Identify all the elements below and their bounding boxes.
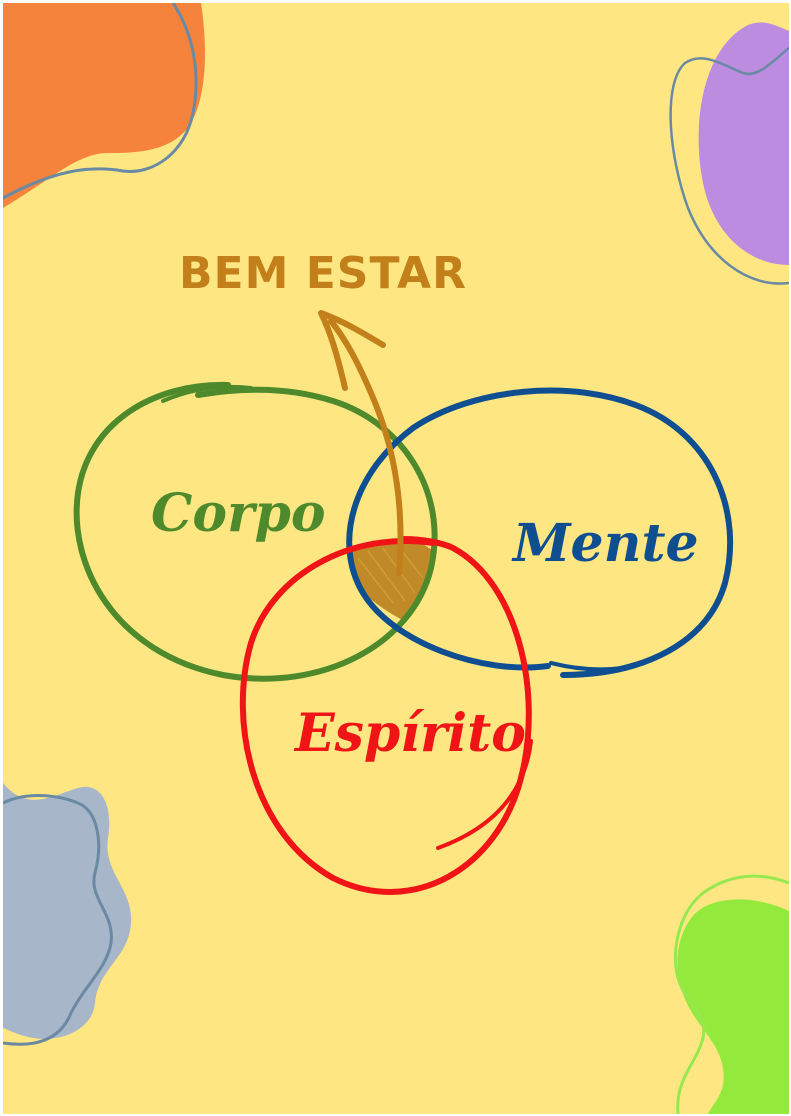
corpo-label: Corpo (151, 483, 326, 544)
blob-outline-top-right (669, 47, 789, 285)
poster-page: BEM ESTAR Corpo Mente Espírito (3, 3, 789, 1114)
mente-circle (346, 387, 734, 678)
wellbeing-diagram: BEM ESTAR Corpo Mente Espírito (3, 3, 789, 1114)
orange-blob-decoration (3, 3, 205, 208)
espirito-label: Espírito (293, 703, 526, 764)
corpo-circle (73, 381, 438, 682)
green-blob-decoration (677, 899, 789, 1114)
arrow-to-bem-estar (318, 310, 404, 576)
bem-estar-title: BEM ESTAR (179, 248, 467, 299)
blob-outline-top-left (3, 3, 198, 200)
espirito-circle (239, 536, 533, 895)
mente-label: Mente (511, 513, 699, 574)
purple-blob-decoration (698, 22, 789, 265)
blob-outline-bottom-right (674, 874, 789, 1114)
blob-outline-bottom-left (3, 794, 113, 1046)
